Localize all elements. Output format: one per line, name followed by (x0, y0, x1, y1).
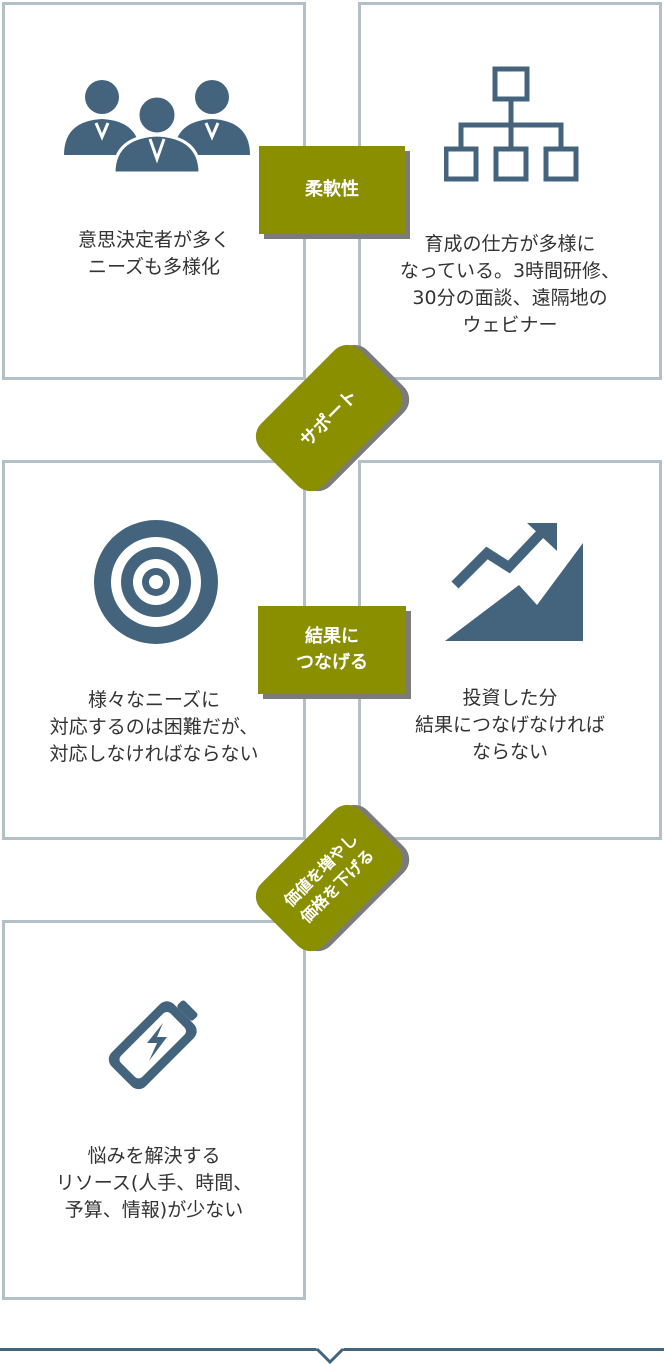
card-decision-makers: 意思決定者が多く ニーズも多様化 (2, 2, 306, 380)
card-text: 育成の仕方が多様に なっている。3時間研修、 30分の面談、遠隔地の ウェビナー (399, 233, 621, 336)
card-text: 投資した分 結果につなげなければ ならない (414, 687, 605, 763)
card-text: 悩みを解決する リソース(人手、時間、 予算、情報)が少ない (55, 1145, 253, 1221)
people-group-icon (64, 80, 250, 173)
card-text: 意思決定者が多く ニーズも多様化 (77, 229, 230, 278)
card-training: 育成の仕方が多様に なっている。3時間研修、 30分の面談、遠隔地の ウェビナー (358, 2, 662, 380)
card-text: 様々なニーズに 対応するのは困難だが、 対応しなければならない (49, 689, 259, 765)
badge-connect: 結果に つなげる (258, 606, 406, 694)
card-needs: 様々なニーズに 対応するのは困難だが、 対応しなければならない (2, 460, 306, 840)
battery-icon (108, 1000, 198, 1090)
card-resources: 悩みを解決する リソース(人手、時間、 予算、情報)が少ない (2, 920, 306, 1300)
badge-flexibility: 柔軟性 (259, 146, 405, 234)
card-investment: 投資した分 結果につなげなければ ならない (358, 460, 662, 840)
chevron-down-icon (316, 1347, 344, 1365)
growth-chart-icon (445, 523, 583, 641)
target-icon (94, 520, 218, 644)
org-chart-icon (444, 66, 579, 182)
